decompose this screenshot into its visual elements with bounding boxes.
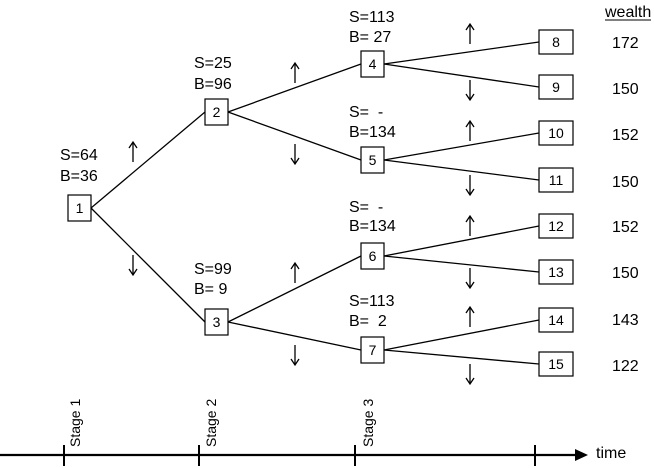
- up-arrow-icon: [465, 119, 475, 141]
- node-11-label: 11: [549, 172, 564, 188]
- node-2-label: 2: [213, 104, 221, 120]
- down-arrow-icon: [290, 144, 300, 166]
- node-1-label: 1: [76, 200, 84, 216]
- b-label-node-1: B=36: [60, 168, 98, 185]
- wealth-value: 150: [612, 265, 639, 282]
- node-6: 6: [360, 242, 385, 270]
- edge-2-4: [227, 63, 362, 113]
- node-5: 5: [360, 146, 385, 174]
- node-6-label: 6: [369, 248, 377, 264]
- down-arrow-icon: [465, 268, 475, 290]
- direction-arrows: [128, 22, 475, 386]
- wealth-column: wealth 172 150 152 150 152 150 143 122: [604, 4, 651, 375]
- time-axis-arrowhead: [575, 449, 588, 461]
- node-5-label: 5: [369, 152, 377, 168]
- down-arrow-icon: [465, 364, 475, 386]
- edge-1-3: [90, 207, 206, 323]
- tree-nodes: 1 2 3 4 5 6 7 8: [67, 29, 574, 377]
- b-label-node-7: B= 2: [349, 313, 387, 330]
- down-arrow-icon: [465, 80, 475, 102]
- node-7-label: 7: [369, 342, 377, 358]
- node-4-label: 4: [369, 56, 377, 72]
- s-label-node-6: S= -: [349, 199, 383, 216]
- node-13: 13: [538, 259, 574, 285]
- stage-1-label: Stage 1: [67, 399, 83, 447]
- down-arrow-icon: [290, 345, 300, 367]
- node-10: 10: [538, 120, 574, 146]
- wealth-value: 150: [612, 174, 639, 191]
- node-14-label: 14: [548, 312, 564, 328]
- node-2: 2: [204, 98, 229, 126]
- b-label-node-5: B=134: [349, 124, 396, 141]
- wealth-value: 152: [612, 219, 639, 236]
- node-3-label: 3: [213, 314, 221, 330]
- edge-4-8: [383, 41, 540, 65]
- timeline: Stage 1 Stage 2 Stage 3 time: [0, 399, 626, 466]
- wealth-value: 150: [612, 81, 639, 98]
- stage-2-label: Stage 2: [203, 399, 219, 447]
- node-12-label: 12: [548, 218, 564, 234]
- edge-5-10: [383, 132, 540, 161]
- wealth-value: 152: [612, 127, 639, 144]
- node-3: 3: [204, 308, 229, 336]
- node-13-label: 13: [548, 264, 564, 280]
- edge-6-12: [383, 225, 540, 257]
- s-label-node-2: S=25: [194, 55, 232, 72]
- down-arrow-icon: [128, 255, 138, 277]
- edge-7-14: [383, 319, 540, 351]
- wealth-value: 172: [612, 35, 639, 52]
- time-label: time: [596, 445, 626, 462]
- node-8: 8: [538, 29, 574, 55]
- edge-4-9: [383, 63, 540, 88]
- up-arrow-icon: [465, 305, 475, 327]
- node-11: 11: [538, 167, 574, 193]
- edge-3-7: [227, 321, 362, 351]
- edge-5-11: [383, 159, 540, 181]
- up-arrow-icon: [465, 214, 475, 236]
- node-12: 12: [538, 213, 574, 239]
- edge-2-5: [227, 111, 362, 161]
- up-arrow-icon: [290, 261, 300, 283]
- s-label-node-7: S=113: [349, 293, 395, 310]
- edge-3-6: [227, 255, 362, 323]
- wealth-value: 143: [612, 312, 639, 329]
- edge-1-2: [90, 111, 206, 209]
- node-1: 1: [67, 194, 92, 222]
- s-label-node-4: S=113: [349, 9, 395, 26]
- b-label-node-6: B=134: [349, 218, 396, 235]
- b-label-node-3: B= 9: [194, 281, 227, 298]
- b-label-node-4: B= 27: [349, 29, 391, 46]
- tree-edges: [90, 41, 540, 365]
- stage-3-label: Stage 3: [360, 399, 376, 447]
- node-4: 4: [360, 50, 385, 78]
- node-14: 14: [538, 307, 574, 333]
- node-9-label: 9: [552, 79, 560, 95]
- s-label-node-3: S=99: [194, 261, 232, 278]
- b-label-node-2: B=96: [194, 76, 232, 93]
- edge-6-13: [383, 255, 540, 273]
- edge-7-15: [383, 349, 540, 365]
- s-label-node-5: S= -: [349, 104, 383, 121]
- node-15: 15: [538, 351, 574, 377]
- node-7: 7: [360, 336, 385, 364]
- wealth-value: 122: [612, 358, 639, 375]
- up-arrow-icon: [290, 61, 300, 83]
- node-10-label: 10: [548, 125, 564, 141]
- up-arrow-icon: [465, 22, 475, 44]
- node-9: 9: [538, 74, 574, 100]
- wealth-header: wealth: [604, 4, 651, 21]
- up-arrow-icon: [128, 140, 138, 162]
- node-15-label: 15: [548, 356, 564, 372]
- s-label-node-1: S=64: [60, 147, 98, 164]
- node-annotations: S=64 B=36 S=25 B=96 S=99 B= 9 S=113 B= 2…: [60, 9, 396, 330]
- node-8-label: 8: [552, 34, 560, 50]
- down-arrow-icon: [465, 175, 475, 197]
